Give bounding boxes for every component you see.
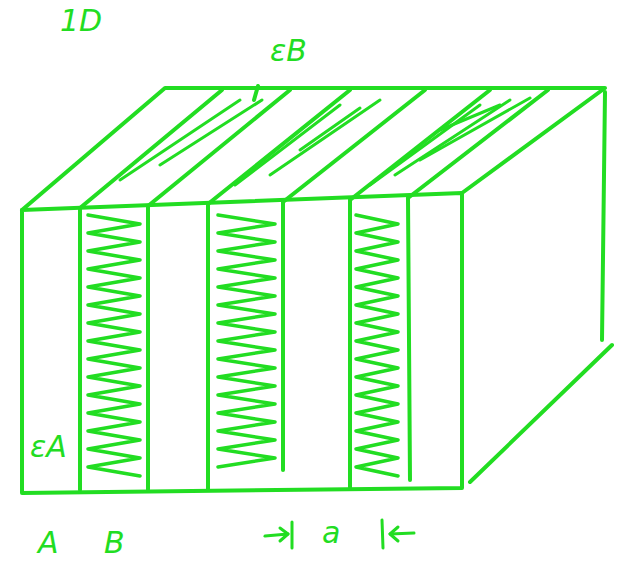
- zigzag: [356, 215, 398, 476]
- top-face: [22, 88, 605, 210]
- front-face: [22, 193, 462, 493]
- zigzag: [218, 215, 275, 467]
- top-slab-lines: [80, 90, 548, 208]
- dimension-label: 1D: [60, 6, 102, 36]
- layer-label: B: [104, 528, 125, 558]
- permittivity-label: εA: [30, 432, 67, 462]
- zigzag: [88, 215, 140, 476]
- bottom-edge: [470, 345, 612, 482]
- leader-line: [254, 86, 258, 100]
- top-hatching: [120, 98, 530, 185]
- period-label: a: [322, 518, 340, 548]
- permittivity-label: εB: [270, 36, 307, 66]
- zigzag-fill: [88, 215, 398, 476]
- back-edge: [602, 92, 605, 340]
- layer-label: A: [38, 528, 59, 558]
- slab-lines: [80, 198, 410, 490]
